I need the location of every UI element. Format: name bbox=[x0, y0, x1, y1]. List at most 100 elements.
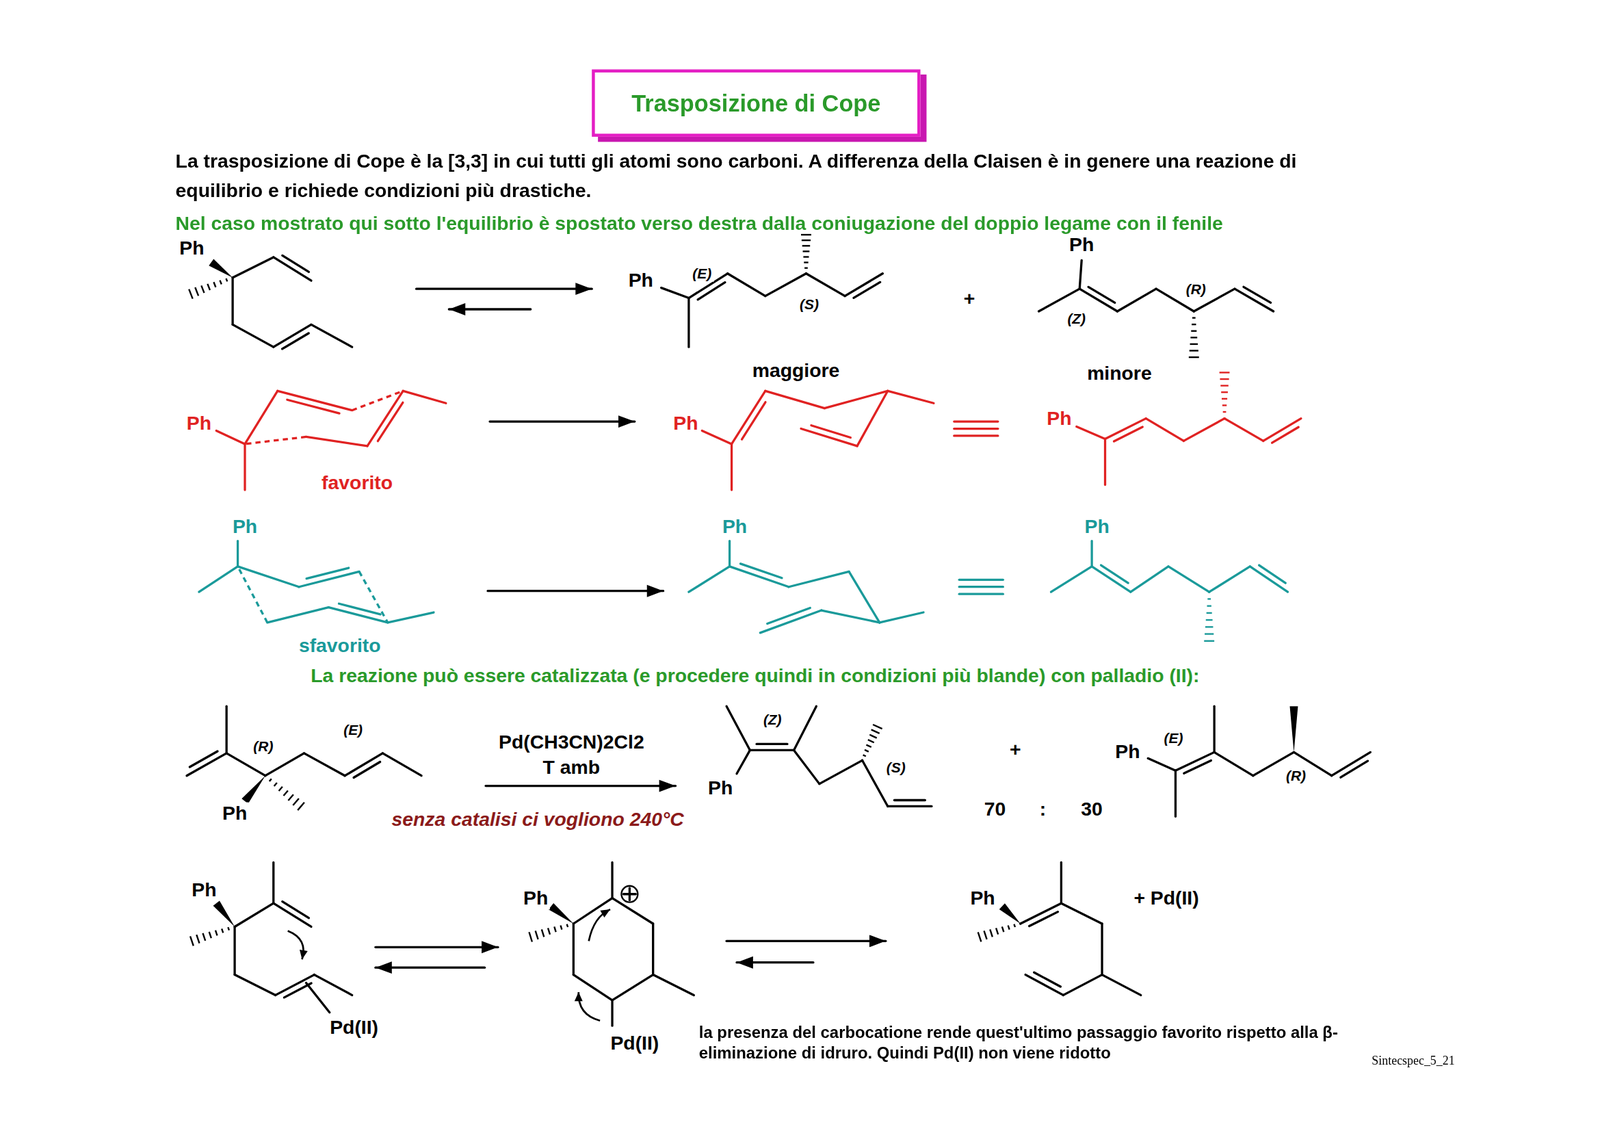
bond bbox=[1090, 541, 1093, 567]
bond bbox=[199, 566, 239, 592]
chem-label: La reazione può essere catalizzata (e pr… bbox=[308, 664, 1202, 687]
bond bbox=[728, 541, 731, 567]
bond bbox=[697, 282, 726, 300]
bond bbox=[287, 399, 340, 414]
hash-bond bbox=[292, 798, 299, 806]
bond bbox=[653, 974, 695, 996]
bond bbox=[794, 705, 817, 750]
bond bbox=[610, 861, 613, 898]
bond bbox=[282, 901, 310, 918]
bond bbox=[265, 753, 305, 776]
bond bbox=[1100, 923, 1103, 975]
bond bbox=[489, 420, 635, 423]
bond bbox=[485, 784, 676, 787]
arrow-head bbox=[736, 956, 754, 969]
bond bbox=[1029, 911, 1059, 927]
chem-label: + Pd(II) bbox=[1131, 886, 1201, 910]
forming-bond bbox=[238, 566, 268, 623]
bond bbox=[959, 585, 1003, 588]
bond bbox=[701, 430, 732, 444]
hash-bond bbox=[1205, 625, 1214, 628]
bond bbox=[756, 742, 788, 745]
bond bbox=[1174, 770, 1177, 817]
hash-bond bbox=[221, 928, 224, 933]
bond bbox=[1101, 565, 1129, 583]
bond bbox=[233, 926, 236, 975]
hash-bond bbox=[207, 283, 211, 291]
bond bbox=[226, 753, 266, 776]
chem-label: (S) bbox=[884, 759, 908, 776]
bond bbox=[234, 974, 276, 996]
bond bbox=[387, 612, 434, 623]
bond bbox=[306, 436, 369, 446]
chem-label: Pd(II) bbox=[327, 1016, 381, 1040]
hash-bond bbox=[1219, 378, 1229, 380]
bond bbox=[731, 390, 766, 444]
bond bbox=[848, 571, 880, 623]
bond bbox=[232, 257, 274, 278]
bond bbox=[1259, 565, 1287, 583]
bond bbox=[311, 324, 353, 347]
bond bbox=[1050, 566, 1092, 592]
chem-label: Ph bbox=[626, 269, 656, 293]
bond bbox=[651, 923, 654, 975]
hash-bond bbox=[215, 930, 218, 936]
chem-label: T amb bbox=[541, 755, 602, 779]
bond bbox=[740, 563, 782, 579]
hash-bond bbox=[297, 802, 305, 810]
bond bbox=[402, 390, 447, 403]
chem-label: (R) bbox=[1283, 767, 1308, 784]
hash-bond bbox=[803, 250, 810, 252]
bond bbox=[887, 390, 934, 403]
title: Trasposizione di Cope bbox=[631, 89, 881, 117]
hash-bond bbox=[194, 287, 199, 296]
bond bbox=[304, 753, 346, 776]
chem-label: : bbox=[1037, 798, 1048, 821]
hash-bond bbox=[188, 289, 193, 299]
arrow-head bbox=[481, 940, 498, 953]
hash-bond bbox=[1223, 411, 1227, 413]
chem-label: senza catalisi ci vogliono 240°C bbox=[389, 808, 687, 832]
bond bbox=[382, 753, 422, 776]
chem-label: (E) bbox=[690, 265, 714, 282]
hash-bond bbox=[554, 926, 556, 932]
bond bbox=[726, 939, 886, 942]
bond bbox=[879, 612, 924, 623]
bond bbox=[375, 946, 498, 949]
chem-label: + bbox=[961, 287, 978, 311]
bond bbox=[1088, 286, 1116, 303]
bond bbox=[954, 420, 999, 423]
chem-label: Ph bbox=[189, 878, 219, 901]
bond bbox=[794, 749, 820, 784]
hash-bond bbox=[274, 782, 278, 786]
hash-bond bbox=[279, 786, 283, 791]
bond bbox=[1212, 705, 1215, 752]
bond bbox=[1104, 438, 1107, 485]
arrow-head bbox=[448, 303, 466, 316]
hash-bond bbox=[227, 926, 229, 930]
chem-label: minore bbox=[1084, 362, 1154, 386]
hash-bond bbox=[864, 749, 869, 752]
bond bbox=[282, 333, 310, 349]
bond bbox=[1183, 418, 1225, 442]
hash-bond bbox=[1190, 336, 1198, 338]
chem-label: Ph bbox=[1112, 740, 1142, 764]
hash-bond bbox=[872, 724, 883, 729]
cation-charge bbox=[621, 885, 638, 903]
bond bbox=[1060, 861, 1063, 903]
hash-bond bbox=[801, 233, 812, 236]
chem-label: sfavorito bbox=[296, 634, 384, 658]
hash-bond bbox=[801, 239, 811, 241]
bond bbox=[1034, 972, 1061, 987]
hash-bond bbox=[1002, 926, 1005, 932]
bond bbox=[1249, 566, 1288, 592]
hash-bond bbox=[547, 927, 550, 934]
hash-bond bbox=[1221, 391, 1228, 393]
hash-bond bbox=[201, 285, 204, 293]
hash-bond bbox=[803, 255, 809, 258]
bond bbox=[1060, 902, 1103, 924]
bond bbox=[1224, 418, 1264, 442]
arrow-head bbox=[618, 415, 635, 428]
bond bbox=[894, 798, 925, 802]
